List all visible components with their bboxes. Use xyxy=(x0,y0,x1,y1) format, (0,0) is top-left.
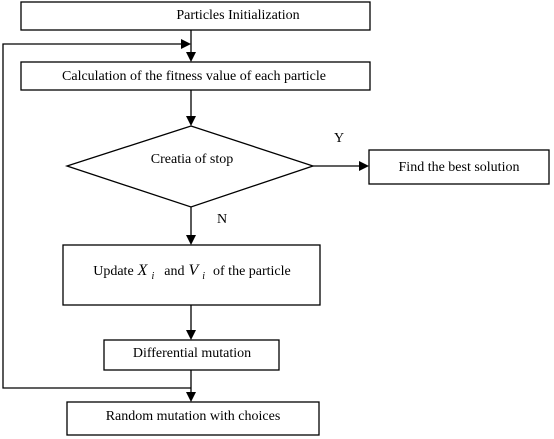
node-update-label: Update X i and V i of the particle xyxy=(93,262,291,283)
node-particles-initialization-label: Particles Initialization xyxy=(176,8,299,23)
edge-yes-label: Y xyxy=(334,131,344,146)
node-best-solution-label: Find the best solution xyxy=(399,160,520,175)
edge-fitness-to-decision-arrowhead xyxy=(186,116,196,126)
update-mid: and xyxy=(164,264,184,279)
edge-init-to-fitness-arrowhead xyxy=(186,52,196,62)
node-particles-initialization: Particles Initialization xyxy=(20,1,371,31)
update-sub-v: i xyxy=(202,271,205,282)
edge-update-to-differential-arrowhead xyxy=(186,330,196,340)
edge-fitness-to-decision xyxy=(186,90,196,126)
edge-loop-back-arrowhead xyxy=(181,39,191,49)
node-fitness-calculation-label: Calculation of the fitness value of each… xyxy=(62,69,326,84)
edge-differential-to-random xyxy=(186,370,196,402)
edge-decision-no: N xyxy=(186,207,227,245)
node-best-solution: Find the best solution xyxy=(368,149,550,185)
edge-differential-to-random-arrowhead xyxy=(186,392,196,402)
node-update-position-velocity: Update X i and V i of the particle xyxy=(62,244,321,306)
node-differential-mutation: Differential mutation xyxy=(103,339,280,371)
update-var-x: X xyxy=(137,262,149,279)
edge-decision-yes-arrowhead xyxy=(359,161,369,171)
update-prefix: Update xyxy=(93,264,133,279)
node-fitness-calculation: Calculation of the fitness value of each… xyxy=(20,61,371,91)
edge-no-label: N xyxy=(217,212,227,227)
update-suffix: of the particle xyxy=(213,264,291,279)
edge-update-to-differential xyxy=(186,305,196,340)
node-random-mutation: Random mutation with choices xyxy=(66,401,320,436)
node-random-mutation-label: Random mutation with choices xyxy=(106,409,281,424)
node-stop-criteria-decision: Creatia of stop xyxy=(64,125,316,208)
edge-decision-no-arrowhead xyxy=(186,235,196,245)
update-sub-x: i xyxy=(151,271,154,282)
update-var-v: V xyxy=(188,262,200,279)
edge-decision-yes: Y xyxy=(313,131,369,171)
edge-loop-back xyxy=(2,39,191,389)
node-differential-mutation-label: Differential mutation xyxy=(133,346,251,361)
node-stop-criteria-label: Creatia of stop xyxy=(151,152,233,167)
edge-init-to-fitness xyxy=(186,30,196,62)
